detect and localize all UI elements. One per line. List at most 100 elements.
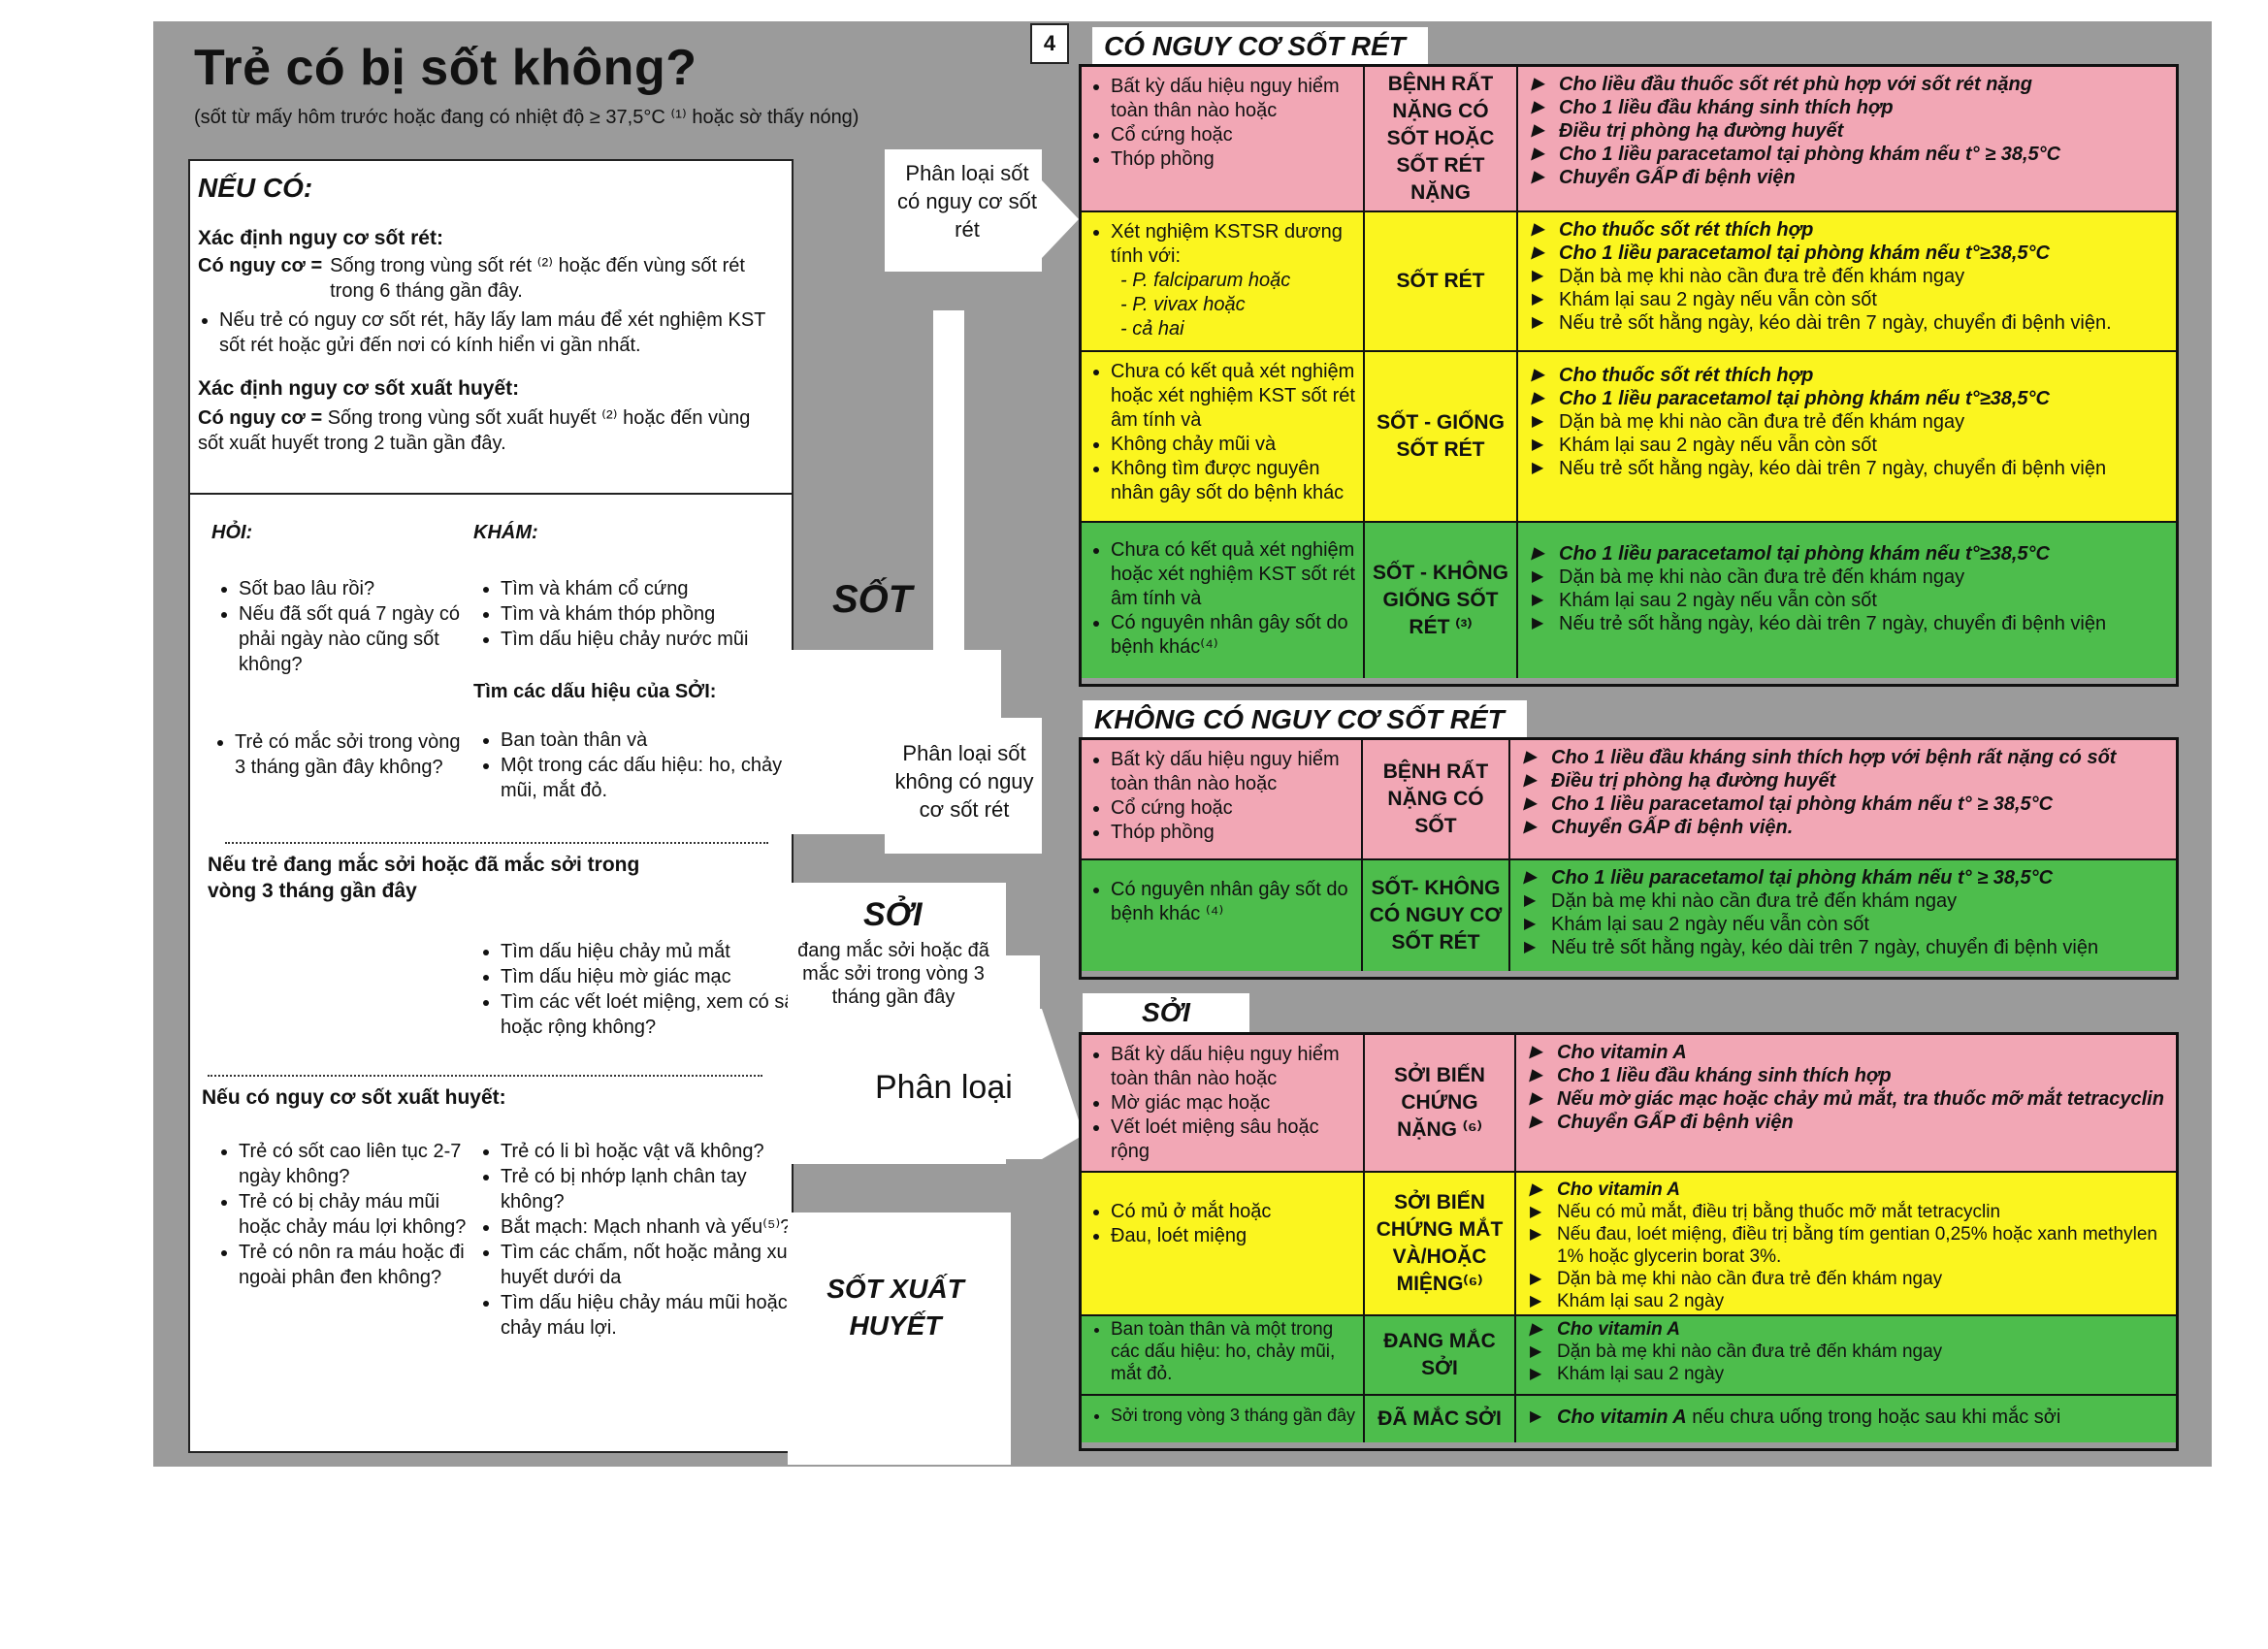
treatment: Khám lại sau 2 ngày — [1530, 1290, 2168, 1312]
treatment: Cho 1 liều paracetamol tại phòng khám nế… — [1532, 143, 2168, 166]
sign: Xét nghiệm KSTSR dương tính với: — [1111, 220, 1357, 269]
dengue-ask-item: Trẻ có sốt cao liên tục 2-7 ngày không? — [239, 1139, 481, 1189]
sign: Không tìm được nguyên nhân gây sốt do bệ… — [1111, 457, 1357, 505]
treatment: Dặn bà mẹ khi nào cần đưa trẻ đến khám n… — [1532, 566, 2168, 589]
classification: BỆNH RẤT NẶNG CÓ SỐT — [1361, 740, 1510, 858]
sign: Sởi trong vòng 3 tháng gần đây — [1111, 1404, 1357, 1428]
classification: SỐT RÉT — [1363, 212, 1518, 350]
dotted-divider — [208, 1075, 762, 1077]
sign: Chưa có kết quả xét nghiệm hoặc xét nghi… — [1111, 538, 1357, 611]
dengue-ask-list: Trẻ có sốt cao liên tục 2-7 ngày không? … — [217, 1139, 481, 1290]
sign-sub: P. falciparum hoặc — [1120, 269, 1357, 293]
measles-if-item: Tìm các vết loét miệng, xem có sâu hoặc … — [501, 989, 811, 1040]
treatment: Cho vitamin A — [1530, 1179, 2168, 1201]
classification: ĐÃ MẮC SỞI — [1363, 1396, 1516, 1442]
table-row: Chưa có kết quả xét nghiệm hoặc xét nghi… — [1082, 352, 2176, 523]
sign: Mờ giác mạc hoặc — [1111, 1091, 1357, 1116]
treatment: Nếu trẻ sốt hằng ngày, kéo dài trên 7 ng… — [1532, 457, 2168, 480]
ask-item: Sốt bao lâu rồi? — [239, 576, 471, 601]
treatment: Khám lại sau 2 ngày nếu vẫn còn sốt — [1532, 288, 2168, 311]
treatment: Nếu đau, loét miệng, điều trị bằng tím g… — [1530, 1223, 2168, 1268]
dengue-risk-def: Có nguy cơ = Sống trong vùng sốt xuất hu… — [198, 405, 780, 456]
measles-if-item: Tìm dấu hiệu chảy mủ mắt — [501, 939, 811, 964]
sign: Chưa có kết quả xét nghiệm hoặc xét nghi… — [1111, 360, 1357, 433]
treatment: Nếu trẻ sốt hằng ngày, kéo dài trên 7 ng… — [1532, 612, 2168, 635]
table-row: Bất kỳ dấu hiệu nguy hiểm toàn thân nào … — [1082, 740, 2176, 860]
ask-item: Nếu đã sốt quá 7 ngày có phải ngày nào c… — [239, 601, 471, 677]
dengue-ask-item: Trẻ có nôn ra máu hoặc đi ngoài phân đen… — [239, 1240, 481, 1290]
treatment: Cho liều đầu thuốc sốt rét phù hợp với s… — [1532, 73, 2168, 96]
table-row: Ban toàn thân và một trong các dấu hiệu:… — [1082, 1316, 2176, 1396]
sign: Đau, loét miệng — [1111, 1224, 1357, 1248]
sign: Cổ cứng hoặc — [1111, 796, 1355, 821]
malaria-risk-label: Có nguy cơ = — [198, 255, 323, 276]
treatment: Cho 1 liều đầu kháng sinh thích hợp với … — [1524, 746, 2168, 769]
sign: Bất kỳ dấu hiệu nguy hiểm toàn thân nào … — [1111, 748, 1355, 796]
sign: Bất kỳ dấu hiệu nguy hiểm toàn thân nào … — [1111, 1043, 1357, 1091]
dengue-risk-heading: Xác định nguy cơ sốt xuất huyết: — [198, 377, 520, 400]
classification: SỞI BIẾN CHỨNG NẶNG ⁽⁶⁾ — [1363, 1035, 1516, 1171]
treatment: Cho 1 liều paracetamol tại phòng khám nế… — [1532, 542, 2168, 566]
treatment: Dặn bà mẹ khi nào cần đưa trẻ đến khám n… — [1530, 1341, 2168, 1363]
classification: SỐT - GIỐNG SỐT RÉT — [1363, 352, 1518, 521]
measles-if-list: Tìm dấu hiệu chảy mủ mắt Tìm dấu hiệu mờ… — [479, 939, 811, 1040]
treatment: Cho 1 liều paracetamol tại phòng khám nế… — [1524, 792, 2168, 816]
kham-label: KHÁM: — [473, 522, 538, 543]
classification: SỐT - KHÔNG GIỐNG SỐT RÉT ⁽³⁾ — [1363, 523, 1518, 678]
malaria-risk-text: Sống trong vùng sốt rét ⁽²⁾ hoặc đến vùn… — [330, 255, 745, 302]
treatment: Cho vitamin A nếu chưa uống trong hoặc s… — [1530, 1406, 2168, 1429]
treatment: Điều trị phòng hạ đường huyết — [1524, 769, 2168, 792]
neu-co-heading: NẾU CÓ: — [198, 173, 313, 203]
soi-sub: đang mắc sởi hoặc đã mắc sởi trong vòng … — [797, 940, 989, 1008]
treatment: Cho 1 liều paracetamol tại phòng khám nế… — [1532, 242, 2168, 265]
dengue-ask-item: Trẻ có bị chảy máu mũi hoặc chảy máu lợi… — [239, 1189, 481, 1240]
treatment: Cho vitamin A — [1530, 1318, 2168, 1341]
dengue-risk-text: Sống trong vùng sốt xuất huyết ⁽²⁾ hoặc … — [198, 407, 751, 454]
treatment: Cho 1 liều paracetamol tại phòng khám nế… — [1532, 387, 2168, 410]
dengue-exam-item: Tìm dấu hiệu chảy máu mũi hoặc chảy máu … — [501, 1290, 811, 1341]
sign: Thóp phồng — [1111, 147, 1357, 172]
classify-no-malaria-risk: Phân loại sốt không có nguy cơ sốt rét — [894, 741, 1034, 822]
section-measles-title: SỞI — [1083, 993, 1249, 1034]
malaria-risk-def: Có nguy cơ = Sống trong vùng sốt rét ⁽²⁾… — [198, 253, 780, 304]
section-no-malaria-risk-title: KHÔNG CÓ NGUY CƠ SỐT RÉT — [1083, 700, 1527, 741]
malaria-risk-table: Bất kỳ dấu hiệu nguy hiểm toàn thân nào … — [1079, 64, 2179, 687]
measles-if-item: Tìm dấu hiệu mờ giác mạc — [501, 964, 811, 989]
classification: BỆNH RẤT NẶNG CÓ SỐT HOẶC SỐT RÉT NẶNG — [1363, 67, 1518, 210]
measles-sign: Ban toàn thân và — [501, 728, 792, 753]
sign: Cổ cứng hoặc — [1111, 123, 1357, 147]
hoi-label: HỎI: — [211, 522, 253, 543]
treatment: Cho 1 liều paracetamol tại phòng khám nế… — [1524, 866, 2168, 889]
treatment: Dặn bà mẹ khi nào cần đưa trẻ đến khám n… — [1532, 265, 2168, 288]
table-row: Sởi trong vòng 3 tháng gần đây ĐÃ MẮC SỞ… — [1082, 1396, 2176, 1442]
treatment: Khám lại sau 2 ngày — [1530, 1363, 2168, 1385]
page-number: 4 — [1030, 23, 1069, 64]
treatment: Điều trị phòng hạ đường huyết — [1532, 119, 2168, 143]
no-malaria-risk-table: Bất kỳ dấu hiệu nguy hiểm toàn thân nào … — [1079, 737, 2179, 980]
sign: Ban toàn thân và một trong các dấu hiệu:… — [1111, 1318, 1357, 1385]
treatment: Khám lại sau 2 ngày nếu vẫn còn sốt — [1532, 434, 2168, 457]
treatment-rest: nếu chưa uống trong hoặc sau khi mắc sởi — [1686, 1406, 2061, 1428]
ask-measles-list: Trẻ có mắc sởi trong vòng 3 tháng gần đâ… — [213, 729, 468, 780]
treatment: Cho vitamin A — [1530, 1041, 2168, 1064]
classification: ĐANG MẮC SỞI — [1363, 1316, 1516, 1394]
phan-loai-label: Phân loại — [875, 1069, 1013, 1106]
treatment: Nếu trẻ sốt hằng ngày, kéo dài trên 7 ng… — [1532, 311, 2168, 335]
table-row: Chưa có kết quả xét nghiệm hoặc xét nghi… — [1082, 523, 2176, 678]
dengue-exam-list: Trẻ có li bì hoặc vật vã không? Trẻ có b… — [479, 1139, 811, 1341]
sign: Có nguyên nhân gây sốt do bệnh khác ⁽⁴⁾ — [1111, 878, 1355, 926]
table-row: Bất kỳ dấu hiệu nguy hiểm toàn thân nào … — [1082, 67, 2176, 212]
treatment: Dặn bà mẹ khi nào cần đưa trẻ đến khám n… — [1524, 889, 2168, 913]
table-row: Có nguyên nhân gây sốt do bệnh khác ⁽⁴⁾ … — [1082, 860, 2176, 971]
treatment: Cho thuốc sốt rét thích hợp — [1532, 364, 2168, 387]
classification: SỐT- KHÔNG CÓ NGUY CƠ SỐT RÉT — [1361, 860, 1510, 971]
dengue-exam-item: Tìm các chấm, nốt hoặc mảng xuất huyết d… — [501, 1240, 811, 1290]
ask-list: Sốt bao lâu rồi? Nếu đã sốt quá 7 ngày c… — [217, 576, 471, 677]
treatment: Nếu trẻ sốt hằng ngày, kéo dài trên 7 ng… — [1524, 936, 2168, 959]
dotted-divider — [225, 842, 768, 844]
treatment: Chuyển GẤP đi bệnh viện — [1530, 1111, 2168, 1134]
panel-divider — [190, 493, 792, 495]
risk-panel: NẾU CÓ: Xác định nguy cơ sốt rét: Có ngu… — [198, 167, 780, 456]
dengue-exam-item: Bắt mạch: Mạch nhanh và yếu⁽⁵⁾? — [501, 1214, 811, 1240]
treatment: Nếu có mủ mắt, điều trị bằng thuốc mỡ mắ… — [1530, 1201, 2168, 1223]
